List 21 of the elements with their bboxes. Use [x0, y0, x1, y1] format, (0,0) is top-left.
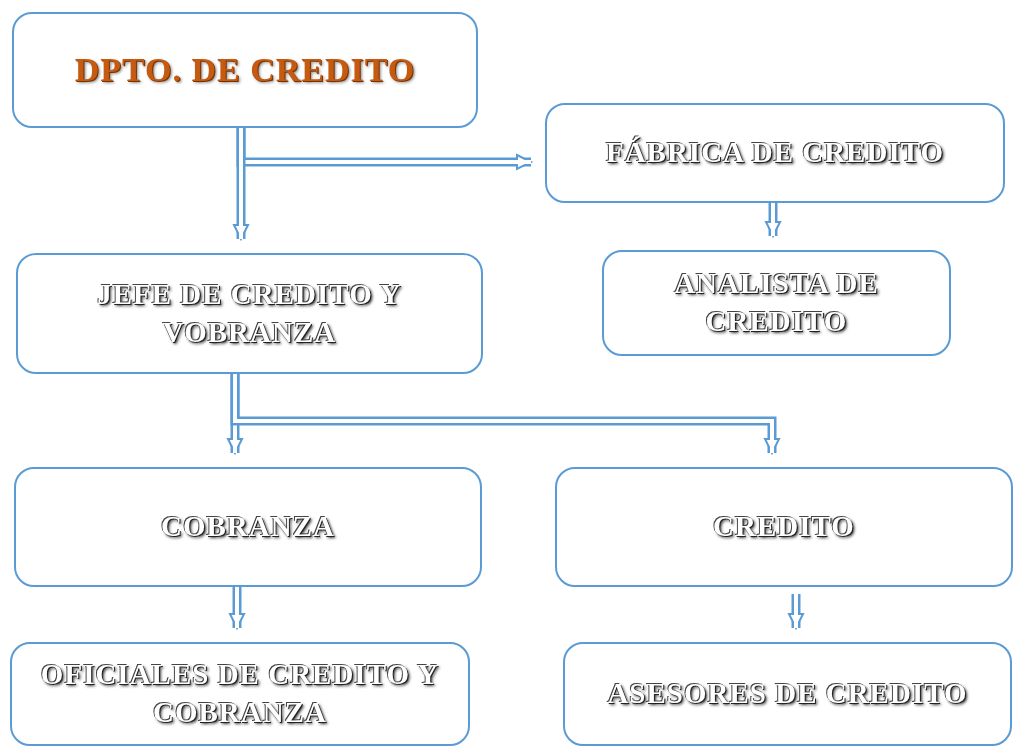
org-box	[12, 12, 478, 128]
box-label: DPTO. DE CREDITO	[74, 49, 416, 90]
block-arrow	[230, 374, 780, 454]
org-box	[14, 467, 482, 587]
org-box	[10, 642, 470, 746]
box-label: OFICIALES DE CREDITO Y COBRANZA	[39, 657, 441, 730]
box-label: CREDITO	[713, 509, 855, 545]
block-arrow	[788, 594, 804, 629]
org-box	[16, 253, 483, 374]
org-box	[563, 642, 1012, 746]
box-label: COBRANZA	[161, 509, 335, 545]
box-label: ANALISTA DE CREDITO	[672, 266, 881, 339]
box-label: FÁBRICA DE CREDITO	[605, 134, 945, 171]
block-arrow	[229, 587, 245, 629]
org-box	[545, 103, 1005, 203]
block-arrow	[765, 203, 781, 237]
box-label: JEFE DE CREDITO Y VOBRANZA	[96, 276, 403, 350]
org-box	[555, 467, 1013, 587]
block-arrow	[233, 128, 249, 240]
org-box	[602, 250, 951, 356]
box-label: ASESORES DE CREDITO	[607, 676, 968, 712]
